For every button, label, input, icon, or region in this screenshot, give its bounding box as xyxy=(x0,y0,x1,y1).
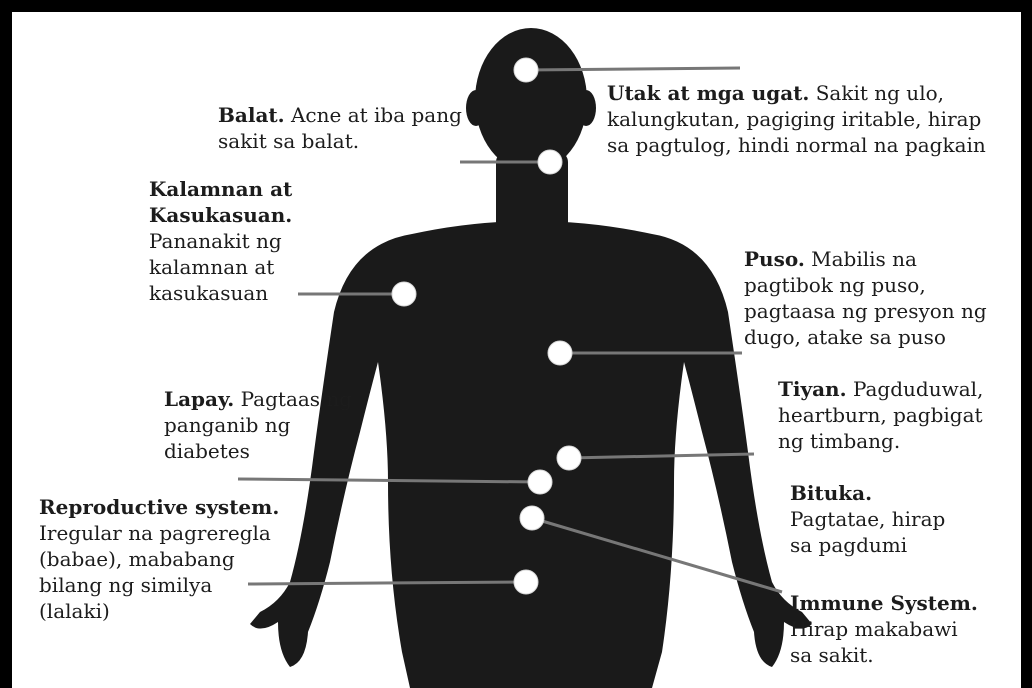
callout-lapay-heading: Lapay. xyxy=(164,387,234,411)
marker-tiyan xyxy=(557,446,581,470)
marker-utak xyxy=(514,58,538,82)
callout-puso: Puso. Mabilis na pagtibok ng puso, pagta… xyxy=(744,246,1009,350)
callout-bituka-heading: Bituka. xyxy=(790,480,960,506)
callout-tiyan-heading: Tiyan. xyxy=(778,377,847,401)
marker-lapay xyxy=(528,470,552,494)
callout-balat-heading: Balat. xyxy=(218,103,285,127)
marker-balat xyxy=(538,150,562,174)
callout-bituka-text: Pagtatae, hirap sa pagdumi xyxy=(790,506,960,558)
callout-utak: Utak at mga ugat. Sakit ng ulo, kalungku… xyxy=(607,80,1002,158)
left-ear-shape xyxy=(466,90,486,126)
marker-bituka xyxy=(520,506,544,530)
callout-immune: Immune System. Hirap makabawi sa sakit. xyxy=(790,590,1020,668)
callout-kalamnan-heading: Kalamnan at Kasukasuan. xyxy=(149,177,292,227)
marker-reproductive xyxy=(514,570,538,594)
right-ear-shape xyxy=(576,90,596,126)
leader-utak xyxy=(526,68,740,70)
head-shape xyxy=(475,28,587,172)
callout-bituka: Bituka. Pagtatae, hirap sa pagdumi xyxy=(790,480,960,558)
leader-reproductive xyxy=(248,582,526,584)
callout-tiyan: Tiyan. Pagduduwal, heartburn, pagbigat n… xyxy=(778,376,1003,454)
callout-immune-text: Hirap makabawi sa sakit. xyxy=(790,616,980,668)
callout-kalamnan: Kalamnan at Kasukasuan. Pananakit ng kal… xyxy=(149,176,309,306)
marker-puso xyxy=(548,341,572,365)
callout-lapay: Lapay. Pagtaas ng panganib ng diabetes xyxy=(164,386,354,464)
callout-reproductive-heading: Reproductive system. xyxy=(39,494,289,520)
callout-kalamnan-text: Pananakit ng kalamnan at kasukasuan xyxy=(149,229,282,305)
callout-reproductive-text: Iregular na pagreregla (babae), mababang… xyxy=(39,520,289,624)
callout-utak-heading: Utak at mga ugat. xyxy=(607,81,809,105)
marker-kalamnan xyxy=(392,282,416,306)
callout-puso-heading: Puso. xyxy=(744,247,805,271)
callout-immune-heading: Immune System. xyxy=(790,590,1020,616)
callout-reproductive: Reproductive system. Iregular na pagrere… xyxy=(39,494,289,624)
callout-balat: Balat. Acne at iba pang sakit sa balat. xyxy=(218,102,468,154)
diagram-panel: Balat. Acne at iba pang sakit sa balat. … xyxy=(12,12,1021,688)
